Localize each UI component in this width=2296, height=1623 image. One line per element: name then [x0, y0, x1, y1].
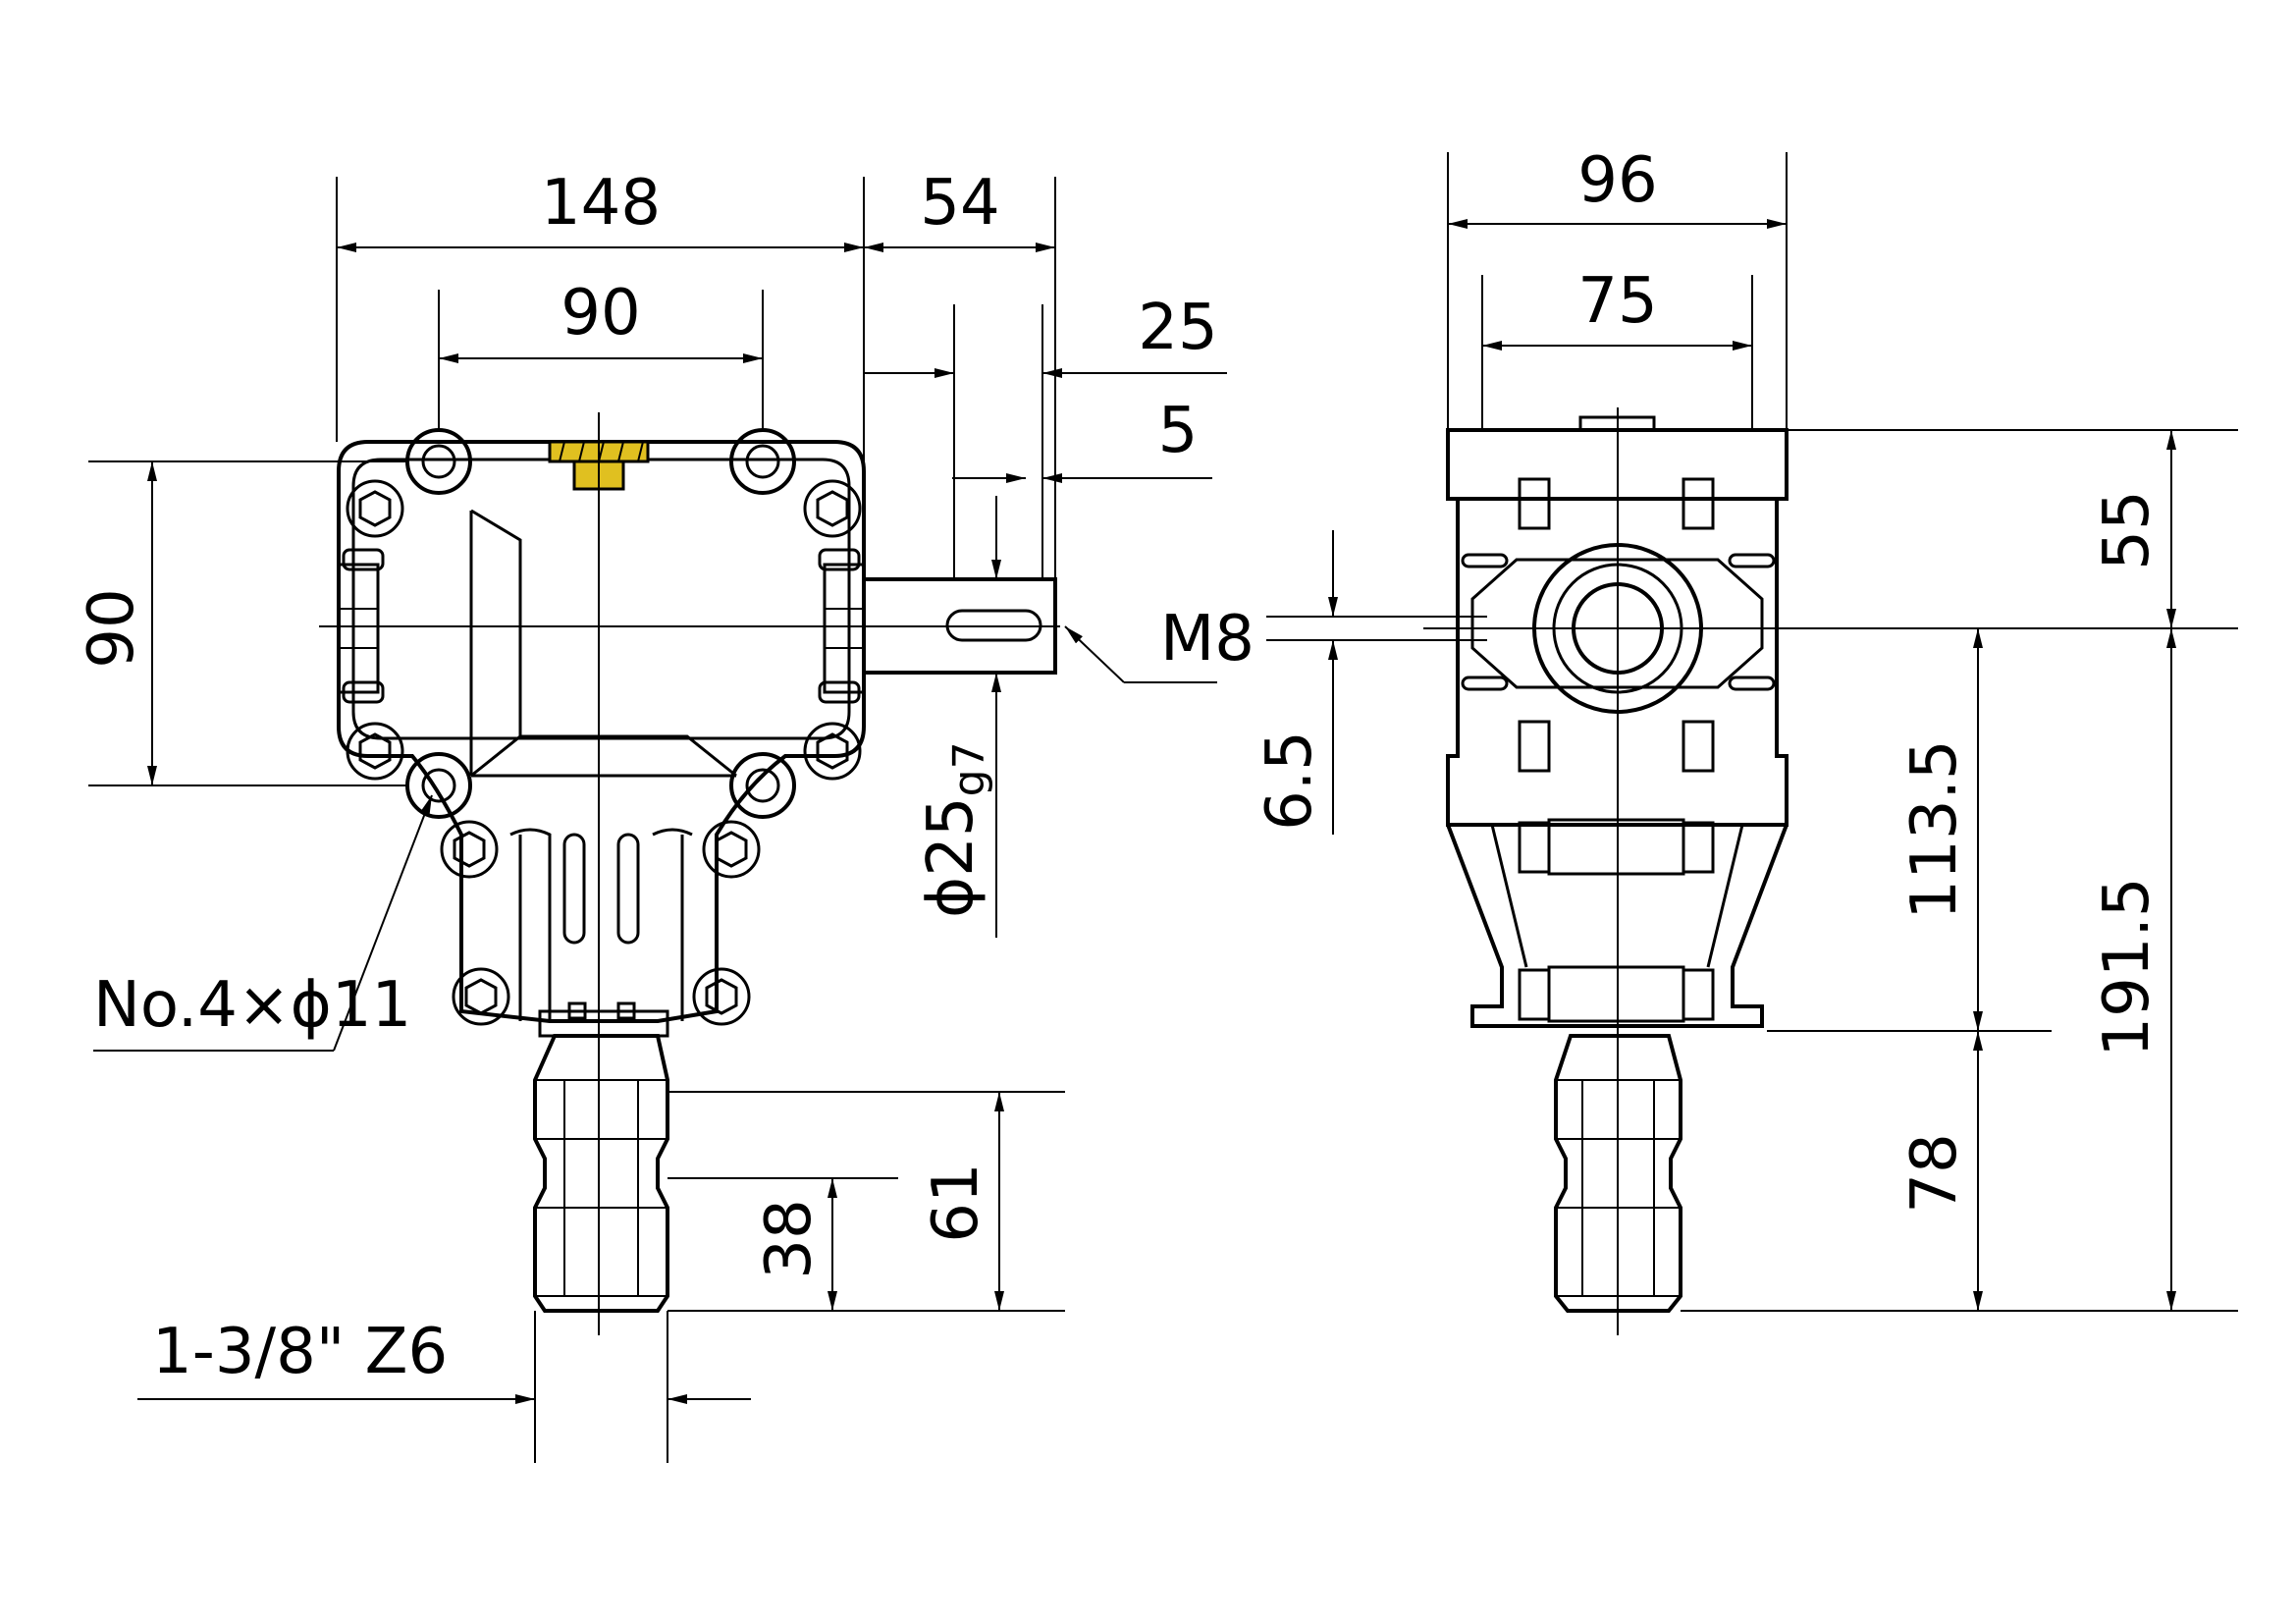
- dim-96: 96: [1447, 144, 1788, 430]
- shaft-tolerance-text: g7: [944, 741, 994, 796]
- dim-113-5: 113.5: [1767, 628, 2052, 1032]
- side-view: 96 75 55 6.5 113.5: [1254, 144, 2238, 1335]
- dim-90-h-label: 90: [561, 277, 640, 350]
- label-m8: M8: [1160, 603, 1255, 676]
- dim-25-label: 25: [1138, 292, 1217, 364]
- dim-90-v-label: 90: [76, 588, 148, 668]
- dim-191-5: 191.5: [1681, 628, 2238, 1312]
- front-centerlines: [319, 412, 1060, 1335]
- dim-96-label: 96: [1577, 144, 1657, 217]
- dim-78: 78: [1898, 1031, 1983, 1311]
- dim-spline-size: 1-3/8" Z6: [137, 1311, 751, 1463]
- dim-54: 54: [864, 167, 1056, 579]
- dim-191-5-label: 191.5: [2091, 877, 2163, 1056]
- label-shaft-diameter: ϕ25g7: [915, 741, 994, 918]
- dim-5: 5: [952, 395, 1212, 483]
- label-holes: No.4×ϕ11: [93, 969, 411, 1042]
- dim-shaft-diameter: ϕ25g7: [915, 496, 1001, 938]
- dim-113-5-label: 113.5: [1898, 739, 1971, 919]
- front-view: 148 54 90 25 5: [76, 167, 1255, 1463]
- dim-148-label: 148: [541, 167, 661, 240]
- dim-75: 75: [1481, 265, 1753, 430]
- dim-38-label: 38: [753, 1199, 826, 1278]
- leader-m8: M8: [1064, 603, 1255, 683]
- shaft-diameter-text: ϕ25: [915, 796, 988, 918]
- side-centerlines: [1423, 407, 1816, 1335]
- dim-6-5-label: 6.5: [1254, 730, 1326, 831]
- dim-6-5: 6.5: [1254, 530, 1487, 835]
- dim-90-h: 90: [438, 277, 764, 432]
- dim-25: 25: [864, 292, 1227, 579]
- leader-holes: No.4×ϕ11: [93, 794, 433, 1052]
- side-bolts: [1518, 477, 1715, 1023]
- dim-90-v: 90: [76, 460, 407, 786]
- dim-55: 55: [1787, 429, 2238, 629]
- dim-75-label: 75: [1577, 265, 1657, 338]
- dim-61: 61: [667, 1091, 1065, 1312]
- dim-55-label: 55: [2091, 490, 2163, 569]
- dim-78-label: 78: [1898, 1133, 1971, 1213]
- dim-5-label: 5: [1158, 395, 1199, 467]
- dim-61-label: 61: [920, 1163, 992, 1242]
- label-spline-size: 1-3/8" Z6: [152, 1316, 448, 1388]
- dim-38: 38: [667, 1177, 898, 1311]
- front-housing: [337, 440, 866, 1023]
- dim-148: 148: [336, 167, 865, 579]
- input-spline-shaft: [533, 1034, 669, 1313]
- hex-bolts: [346, 479, 862, 1026]
- lower-ribs: [509, 828, 693, 1038]
- dim-54-label: 54: [920, 167, 999, 240]
